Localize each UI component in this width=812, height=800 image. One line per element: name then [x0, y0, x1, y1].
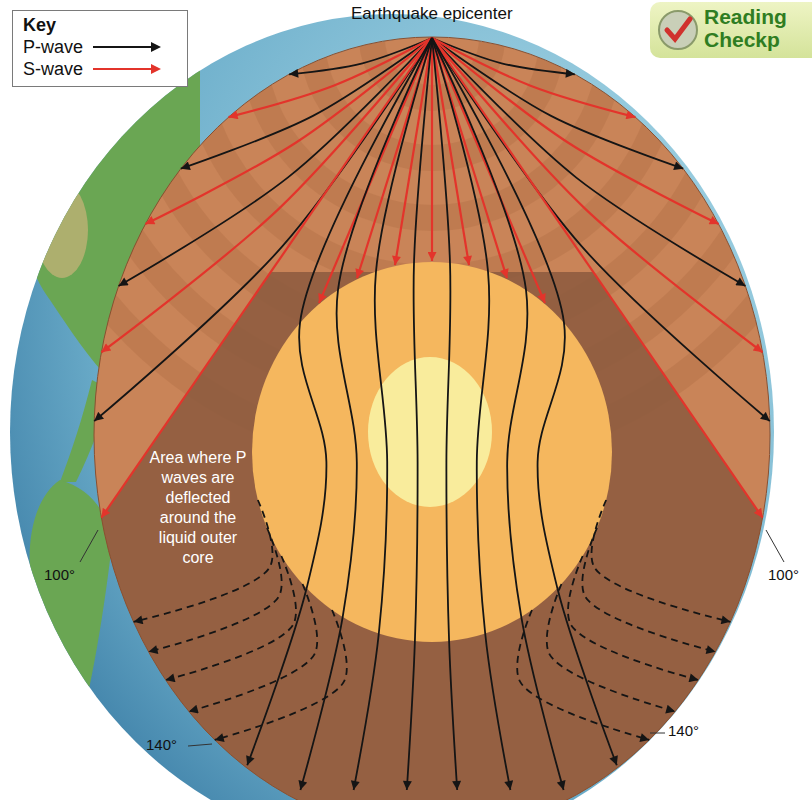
degree-label: 140° [668, 722, 699, 739]
p-wave-path [300, 38, 432, 790]
degree-label: 100° [44, 566, 75, 583]
legend-label: S-wave [23, 59, 83, 80]
s-wave-path [319, 38, 432, 303]
deflected-p-wave [189, 584, 317, 711]
p-wave-path [354, 38, 432, 790]
wave-paths [94, 38, 770, 790]
degree-label: 140° [146, 736, 177, 753]
p-wave-path [407, 38, 432, 790]
legend-title: Key [23, 14, 177, 36]
legend-label: P-wave [23, 37, 83, 58]
check-circle [659, 11, 697, 49]
p-wave-path [432, 38, 564, 790]
legend-arrow [91, 63, 163, 75]
legend-row: P-wave [23, 36, 177, 58]
outer-core [252, 262, 612, 642]
s-wave-path [432, 38, 763, 352]
desert [36, 182, 88, 278]
p-wave-path [432, 38, 510, 790]
s-wave-path [431, 38, 433, 261]
check-icon [656, 8, 700, 52]
legend-row: S-wave [23, 58, 177, 80]
p-wave-path [247, 38, 432, 765]
cut-face-edge [94, 37, 770, 800]
deflected-p-wave [547, 584, 675, 711]
legend-arrow-head [151, 42, 161, 52]
degree-label: 100° [768, 566, 799, 583]
p-wave-path [432, 38, 617, 765]
deflected-p-wave [215, 610, 347, 740]
degree-tick [650, 733, 665, 734]
deflected-p-wave [166, 556, 296, 680]
reading-checkpoint-badge: Reading Checkp [650, 2, 812, 58]
deflected-p-wave [149, 528, 282, 652]
south-america [30, 480, 111, 760]
check-mark [667, 19, 690, 39]
badge-title: Reading Checkp [704, 2, 804, 54]
legend-arrow-line [93, 68, 153, 70]
deflected-p-wave [592, 500, 731, 622]
s-wave-limit [101, 38, 432, 518]
legend-arrow-head [151, 64, 161, 74]
p-wave-path [432, 38, 457, 790]
legend-arrow [91, 41, 163, 53]
legend-box: KeyP-waveS-wave [12, 10, 188, 87]
deflected-p-wave [517, 610, 649, 740]
degree-tick [766, 530, 784, 562]
epicenter-label: Earthquake epicenter [351, 4, 513, 24]
legend-arrow-line [93, 46, 153, 48]
deflected-p-wave [568, 556, 698, 680]
s-wave-path [432, 38, 545, 303]
degree-tick [80, 530, 98, 562]
s-wave-limit [432, 38, 763, 518]
degree-tick [188, 744, 212, 746]
p-wave-path [432, 38, 745, 286]
deflected-p-wave [582, 528, 715, 652]
shadow-zone-label: Area where P waves are deflected around … [146, 448, 250, 568]
